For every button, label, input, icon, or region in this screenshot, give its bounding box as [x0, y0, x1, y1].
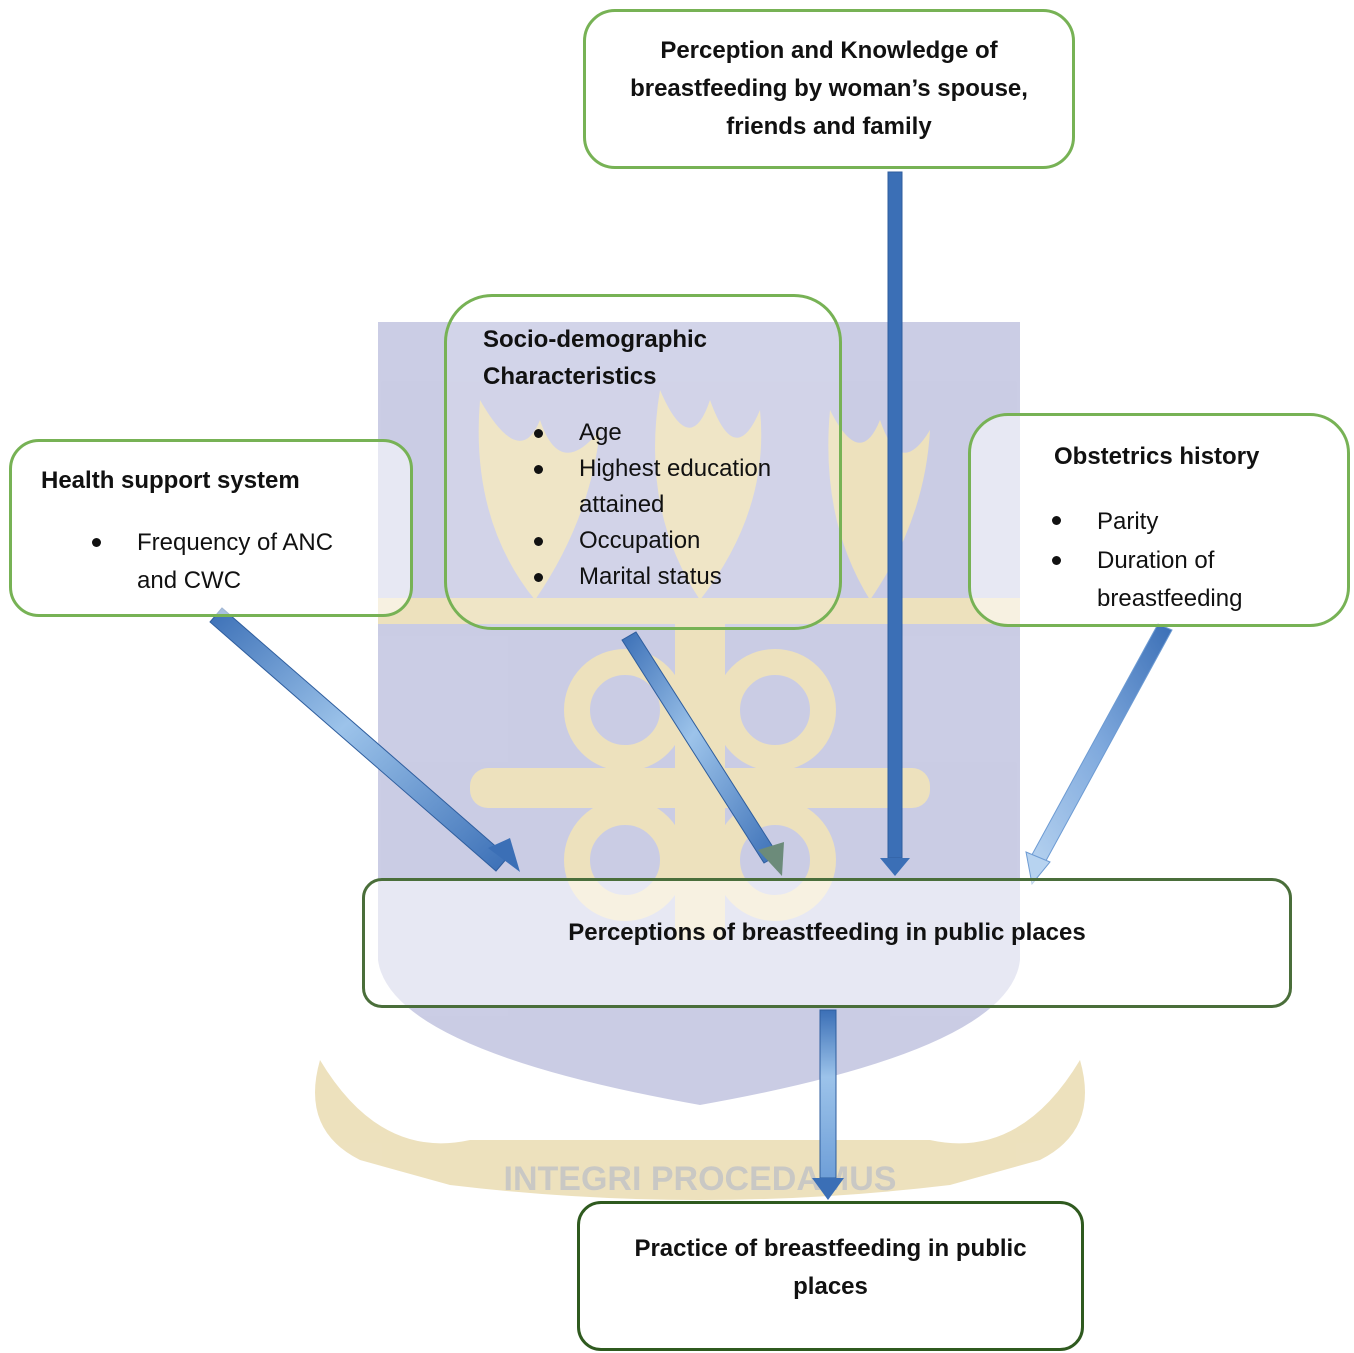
obstetrics-box: Obstetrics history Parity Duration of br… [968, 413, 1350, 627]
obstetrics-list: Parity Duration of breastfeeding [1052, 502, 1297, 618]
socio-demographic-box: Socio-demographic Characteristics Age Hi… [444, 294, 842, 630]
list-item: Frequency of ANC and CWC [92, 524, 377, 600]
perceptions-public-box: Perceptions of breastfeeding in public p… [362, 878, 1292, 1008]
perceptions-public-title: Perceptions of breastfeeding in public p… [568, 919, 1086, 946]
arrow-socio-to-perceptions [621, 631, 784, 876]
perception-knowledge-box: Perception and Knowledge of breastfeedin… [583, 9, 1075, 169]
health-support-list: Frequency of ANC and CWC [92, 524, 377, 600]
arrow-perception-knowledge-to-perceptions [880, 171, 910, 876]
obstetrics-title: Obstetrics history [1054, 443, 1260, 470]
list-item: Occupation [534, 523, 819, 559]
health-support-title: Health support system [41, 467, 300, 494]
socio-demographic-list: Age Highest education attained Occupatio… [534, 415, 819, 595]
list-item: Parity [1052, 502, 1297, 542]
health-support-box: Health support system Frequency of ANC a… [9, 439, 413, 617]
arrow-obstetrics-to-perceptions [1025, 623, 1173, 886]
perception-knowledge-title: Perception and Knowledge of breastfeedin… [630, 37, 1028, 140]
list-item: Marital status [534, 559, 819, 595]
list-item: Duration of breastfeeding [1052, 542, 1297, 618]
practice-public-box: Practice of breastfeeding in public plac… [577, 1201, 1084, 1351]
arrow-health-to-perceptions [209, 607, 520, 872]
list-item: Highest education attained [534, 451, 819, 523]
arrow-perceptions-to-practice [812, 1009, 844, 1200]
list-item: Age [534, 415, 819, 451]
practice-public-title: Practice of breastfeeding in public plac… [634, 1235, 1027, 1300]
socio-demographic-title: Socio-demographic Characteristics [483, 326, 708, 390]
